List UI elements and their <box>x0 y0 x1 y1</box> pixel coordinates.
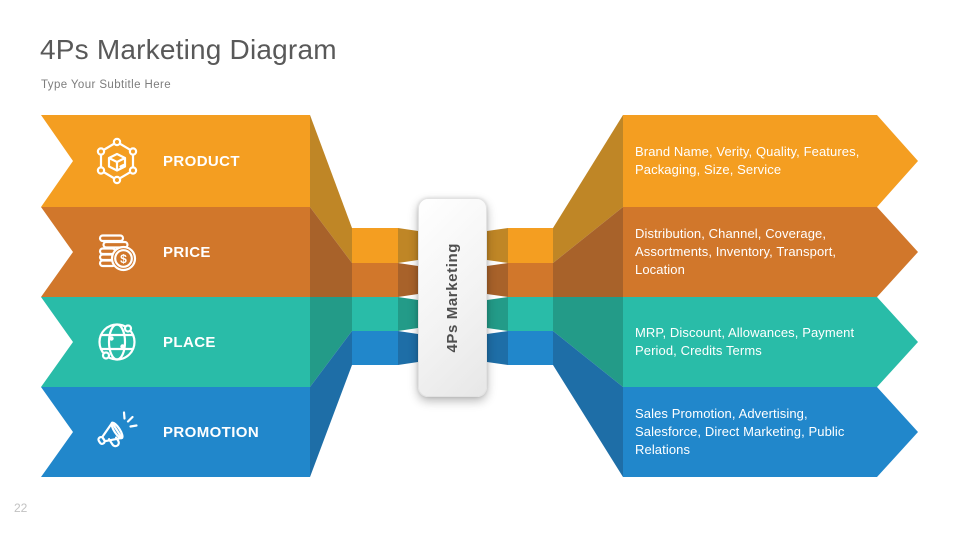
banner-promotion: PROMOTION <box>41 387 310 477</box>
arrow-price-details: Distribution, Channel, Coverage, Assortm… <box>623 207 918 297</box>
megaphone-icon <box>97 411 138 448</box>
banner-label: PROMOTION <box>163 423 260 441</box>
wedge-left-price <box>398 263 418 297</box>
fold-left-product <box>310 115 352 263</box>
globe-network-icon <box>98 323 136 361</box>
fold-right-promotion <box>553 331 623 477</box>
wedge-left-product <box>398 228 418 263</box>
strip-left-promotion <box>352 331 398 365</box>
slide-subtitle: Type Your Subtitle Here <box>41 79 172 91</box>
wedge-right-product <box>487 228 508 263</box>
banner-price: $ PRICE <box>41 207 310 297</box>
arrow-product-details: Brand Name, Verity, Quality, Features, P… <box>623 115 918 207</box>
fold-left-price <box>310 207 352 297</box>
banner-place: PLACE <box>41 297 310 387</box>
fold-right-price <box>553 207 623 297</box>
fold-right-product <box>553 115 623 263</box>
right-fold-shapes <box>553 115 623 477</box>
strip-left-product <box>352 228 398 263</box>
arrow-description: MRP, Discount, Allowances, Payment Perio… <box>635 325 855 358</box>
arrow-description: Sales Promotion, Advertising, Salesforce… <box>635 406 845 457</box>
svg-text:$: $ <box>120 252 127 266</box>
fold-left-place <box>310 297 352 387</box>
strip-right-price <box>508 263 553 297</box>
wedge-left-promotion <box>398 331 418 365</box>
strip-left-price <box>352 263 398 297</box>
product-box-network-icon <box>96 137 138 185</box>
fold-left-promotion <box>310 331 352 477</box>
page-title: 4Ps Marketing Diagram <box>40 34 337 65</box>
fold-right-place <box>553 297 623 387</box>
strip-left-place <box>352 297 398 331</box>
wedge-right-place <box>487 297 508 331</box>
arrow-description: Distribution, Channel, Coverage, Assortm… <box>635 226 837 277</box>
banner-label: PLACE <box>163 333 216 351</box>
arrow-promotion-details: Sales Promotion, Advertising, Salesforce… <box>623 387 918 477</box>
strip-right-place <box>508 297 553 331</box>
strip-right-product <box>508 228 553 263</box>
banner-label: PRODUCT <box>163 152 240 170</box>
banner-product: PRODUCT <box>41 115 310 207</box>
left-fold-shapes <box>310 115 352 477</box>
strip-right-promotion <box>508 331 553 365</box>
center-pill-label: 4Ps Marketing <box>444 242 461 353</box>
arrow-description: Brand Name, Verity, Quality, Features, P… <box>635 144 860 177</box>
banner-label: PRICE <box>163 243 211 261</box>
center-pill: 4Ps Marketing <box>418 198 487 397</box>
wedge-left-place <box>398 297 418 331</box>
wedge-right-promotion <box>487 331 508 365</box>
coins-dollar-icon: $ <box>98 234 137 272</box>
arrow-place-details: MRP, Discount, Allowances, Payment Perio… <box>623 297 918 387</box>
wedge-right-price <box>487 263 508 297</box>
page-number: 22 <box>14 501 28 515</box>
